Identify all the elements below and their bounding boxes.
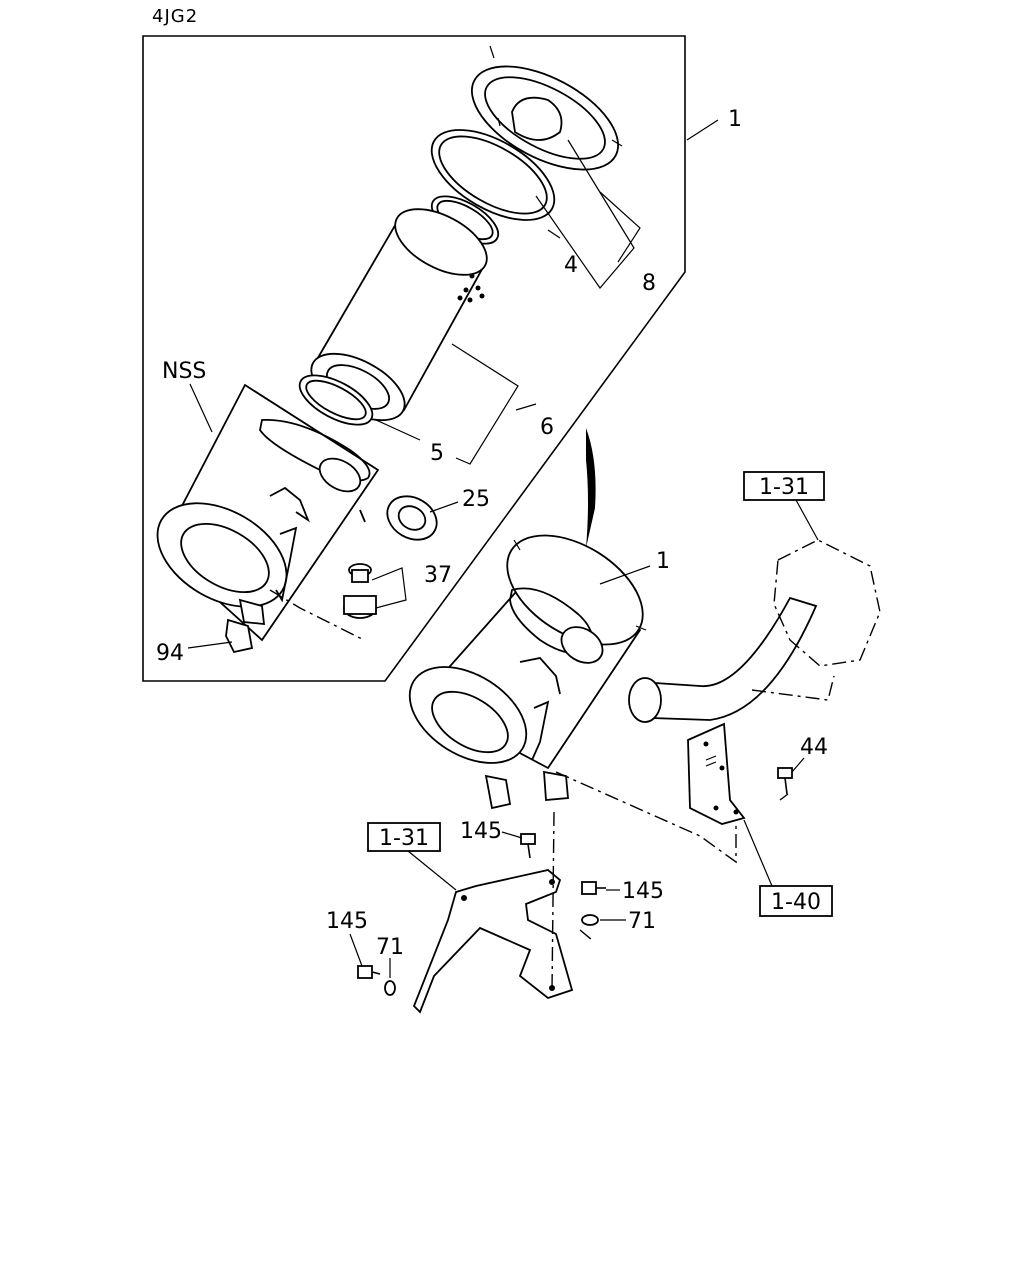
callout-25: 25 (462, 487, 490, 512)
bolt-44 (777, 767, 793, 795)
callout-44: 44 (800, 735, 828, 760)
ref-box-1-31-bottom: 1-31 (367, 822, 441, 852)
intake-duct (628, 539, 881, 723)
callout-1-top: 1 (728, 107, 742, 132)
assembly-arrow (586, 428, 596, 548)
callout-145-left: 145 (326, 909, 368, 934)
callout-71-right: 71 (628, 909, 656, 934)
callout-145-top: 145 (460, 819, 502, 844)
leader-lines (187, 119, 819, 991)
ref-label-1-40: 1-40 (771, 890, 821, 915)
air-cleaner-cover (471, 45, 623, 171)
filter-element (310, 208, 488, 422)
callout-145-right: 145 (622, 879, 664, 904)
callout-37: 37 (424, 563, 452, 588)
callout-6: 6 (540, 415, 554, 440)
callout-71-left: 71 (376, 935, 404, 960)
ref-box-1-31-top: 1-31 (743, 471, 825, 501)
ref-label-1-31-bottom: 1-31 (379, 826, 429, 851)
gasket-ring (430, 129, 556, 221)
bushing-set (343, 563, 377, 619)
lower-bracket (412, 869, 574, 1014)
callout-94: 94 (156, 641, 184, 666)
callout-1-assembly: 1 (656, 549, 670, 574)
model-code: 4JG2 (152, 6, 198, 27)
mounting-bracket (687, 722, 746, 825)
collar (386, 495, 438, 541)
exploded-view-frame (142, 35, 686, 682)
washer-71-left (384, 980, 396, 996)
bolt-145-right (581, 881, 606, 895)
ref-box-1-40: 1-40 (759, 885, 833, 917)
bolt-145-top (520, 833, 536, 859)
air-cleaner-housing (156, 383, 380, 642)
callout-4: 4 (564, 253, 578, 278)
seal-ring-lower (298, 374, 374, 426)
dust-valve (225, 598, 266, 654)
ref-label-1-31-top: 1-31 (759, 475, 809, 500)
callout-5: 5 (430, 441, 444, 466)
bolt-145-left (357, 965, 381, 979)
callout-8: 8 (642, 271, 656, 296)
air-cleaner-assembly (408, 534, 647, 810)
callout-nss: NSS (162, 359, 206, 384)
washer-71-right (581, 914, 599, 926)
